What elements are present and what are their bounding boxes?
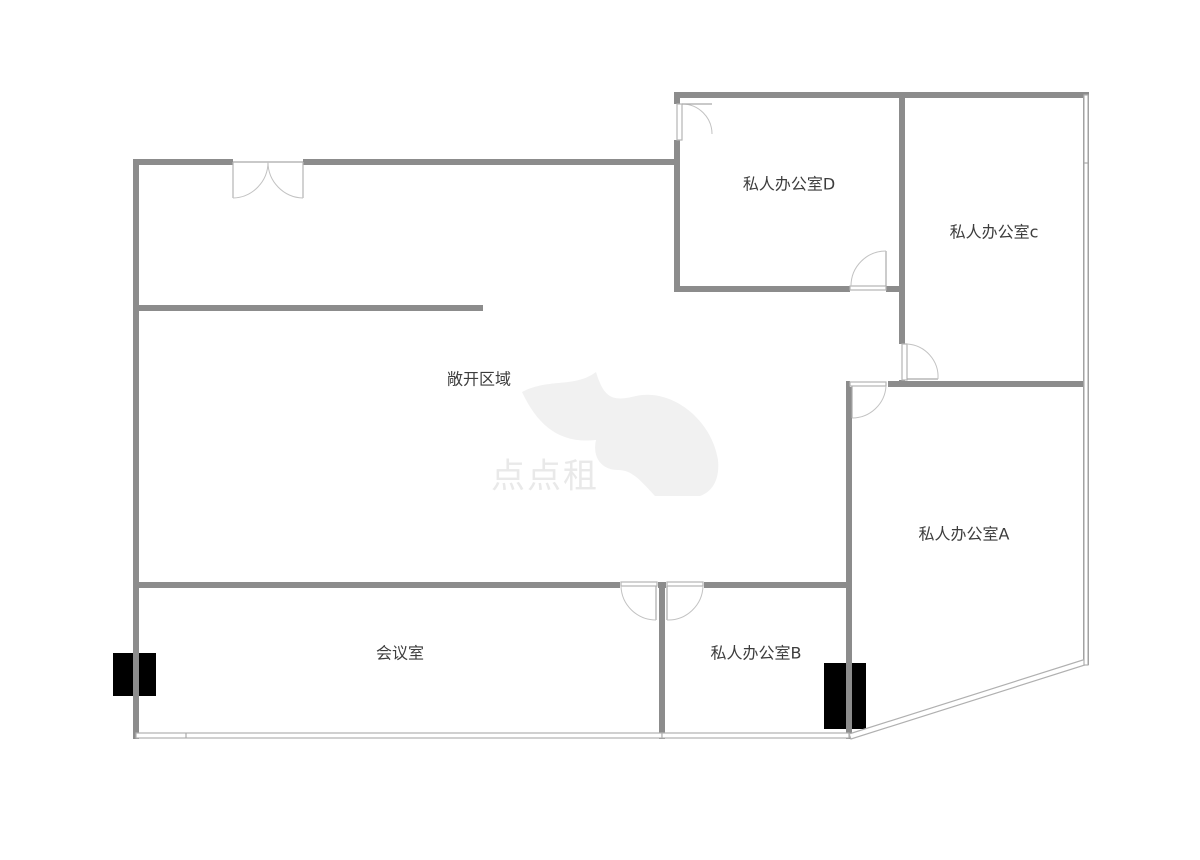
door-office-d-entry <box>674 103 713 141</box>
door-office-a <box>849 381 888 419</box>
door-office-c <box>899 343 939 381</box>
pillar-right <box>824 663 866 729</box>
room-label-open-area: 敞开区域 <box>447 370 511 389</box>
room-label-office-b: 私人办公室B <box>711 644 802 663</box>
glass-wall-meeting <box>135 732 663 739</box>
door-double-top <box>232 159 304 199</box>
glass-walls <box>135 94 1089 740</box>
doors <box>232 103 939 621</box>
glass-wall-office-b <box>661 732 850 739</box>
door-meeting-room <box>620 581 658 621</box>
glass-wall-office-a-diagonal <box>848 658 1089 740</box>
door-office-b <box>666 581 704 621</box>
room-label-office-a: 私人办公室A <box>919 525 1010 544</box>
room-label-meeting-room: 会议室 <box>376 644 424 663</box>
door-office-d-bottom <box>849 250 887 292</box>
fox-head-logo <box>522 372 719 496</box>
glass-wall-right <box>1083 94 1089 666</box>
watermark: 点点租 <box>491 372 719 497</box>
room-labels: 敞开区域 私人办公室D 私人办公室c 私人办公室A 会议室 私人办公室B <box>376 175 1038 663</box>
watermark-text: 点点租 <box>491 457 599 497</box>
room-label-office-d: 私人办公室D <box>743 175 835 194</box>
room-label-office-c: 私人办公室c <box>950 223 1039 242</box>
